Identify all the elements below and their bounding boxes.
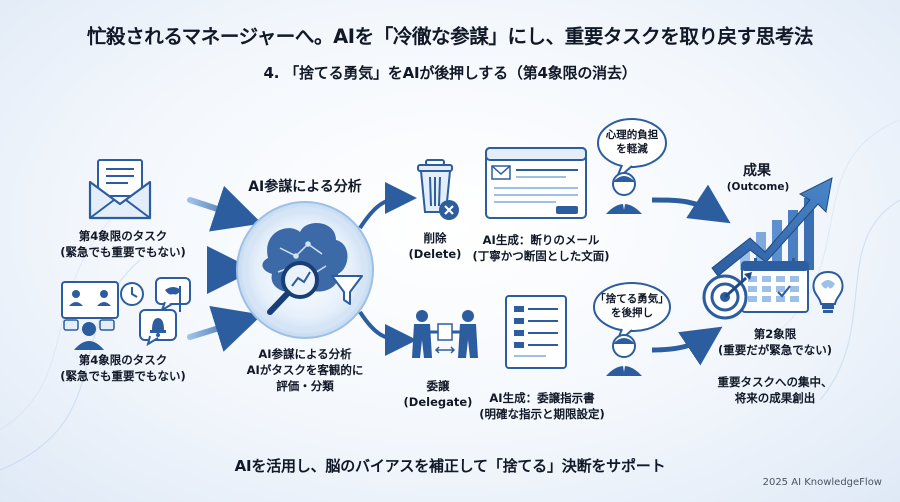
target-icon <box>702 272 752 320</box>
delegate-label: 委譲 (Delegate) <box>400 378 476 410</box>
outcome-heading-en: (Outcome) <box>726 181 790 193</box>
left-top-label-line1: 第4象限のタスク <box>78 229 168 243</box>
center-caption-line3: 評価・分類 <box>276 379 334 393</box>
funnel-icon <box>331 275 363 305</box>
magnifier-icon <box>267 261 319 315</box>
delegate-label-line2: (Delegate) <box>403 395 473 409</box>
center-caption: AI参謀による分析 AIがタスクを客観的に 評価・分類 <box>230 346 380 394</box>
growth-arrow-icon <box>711 177 833 277</box>
clock-icon <box>120 282 144 306</box>
delete-label: 削除 (Delete) <box>400 230 470 262</box>
center-heading: AI参謀による分析 <box>248 179 362 195</box>
calendar-icon <box>741 258 809 313</box>
outcome-description: 重要タスクへの集中、 将来の成果創出 <box>700 374 850 406</box>
left-bottom-label-line1: 第4象限のタスク <box>78 353 168 367</box>
delete-doc-label: AI生成：断りのメール (丁寧かつ断固とした文面) <box>466 232 616 264</box>
notification-chat-icon <box>139 277 191 347</box>
footer-caption: AIを活用し、脳のバイアスを補正して「捨てる」決断をサポート <box>234 457 666 475</box>
delete-doc-label-line2: (丁寧かつ断固とした文面) <box>472 249 610 263</box>
video-meeting-icon <box>61 281 119 350</box>
email-window-icon <box>485 147 587 219</box>
outcome-description-line1: 重要タスクへの集中、 <box>717 375 833 389</box>
center-caption-line1: AI参謀による分析 <box>258 347 352 361</box>
input-arrows <box>187 185 263 352</box>
trash-icon <box>417 159 459 220</box>
delete-label-line1: 削除 <box>423 231 447 245</box>
delegate-bubble-line1: 「捨てる勇気」 <box>595 293 669 305</box>
page-title: 忙殺されるマネージャーへ。AIを「冷徹な参謀」にし、重要タスクを取り戻す思考法 <box>86 25 814 48</box>
delete-bubble-text: 心理的負担 を軽減 <box>596 128 668 156</box>
branch-arrows <box>358 182 417 356</box>
delete-bubble-line1: 心理的負担 <box>605 129 659 141</box>
delegate-bubble-line2: を後押し <box>611 307 653 319</box>
lightbulb-icon <box>812 270 844 313</box>
delegate-doc-label-line1: AI生成：委譲指示書 <box>489 391 595 405</box>
outcome-arrows <box>651 184 731 366</box>
document-icon <box>505 295 567 369</box>
delegate-doc-label-line2: (明確な指示と期限設定) <box>479 407 605 421</box>
envelope-icon <box>88 159 152 220</box>
delete-doc-label-line1: AI生成：断りのメール <box>482 233 600 247</box>
delegate-label-line1: 委譲 <box>426 379 450 393</box>
center-caption-line2: AIがタスクを客観的に <box>246 363 364 377</box>
outcome-quadrant-line1: 第2象限 <box>753 327 797 341</box>
outcome-heading: 成果 <box>743 163 771 179</box>
delete-bubble-line2: を軽減 <box>616 143 648 155</box>
delegate-bubble-text: 「捨てる勇気」 を後押し <box>592 292 672 320</box>
left-bottom-label: 第4象限のタスク (緊急でも重要でもない) <box>48 352 198 384</box>
left-top-label: 第4象限のタスク (緊急でも重要でもない) <box>48 228 198 260</box>
credit-text: 2025 AI KnowledgeFlow <box>762 477 882 488</box>
outcome-quadrant: 第2象限 (重要だが緊急でない) <box>700 326 850 358</box>
person-icon <box>606 172 642 214</box>
handshake-icon <box>412 310 478 358</box>
page-subtitle: 4. 「捨てる勇気」をAIが後押しする（第4象限の消去） <box>263 64 637 82</box>
outcome-description-line2: 将来の成果創出 <box>734 391 816 405</box>
delegate-doc-label: AI生成：委譲指示書 (明確な指示と期限設定) <box>472 390 612 422</box>
outcome-quadrant-line2: (重要だが緊急でない) <box>717 343 832 357</box>
delete-label-line2: (Delete) <box>408 247 462 261</box>
left-top-label-line2: (緊急でも重要でもない) <box>60 245 186 259</box>
left-bottom-label-line2: (緊急でも重要でもない) <box>60 369 186 383</box>
person-icon-2 <box>606 334 642 376</box>
